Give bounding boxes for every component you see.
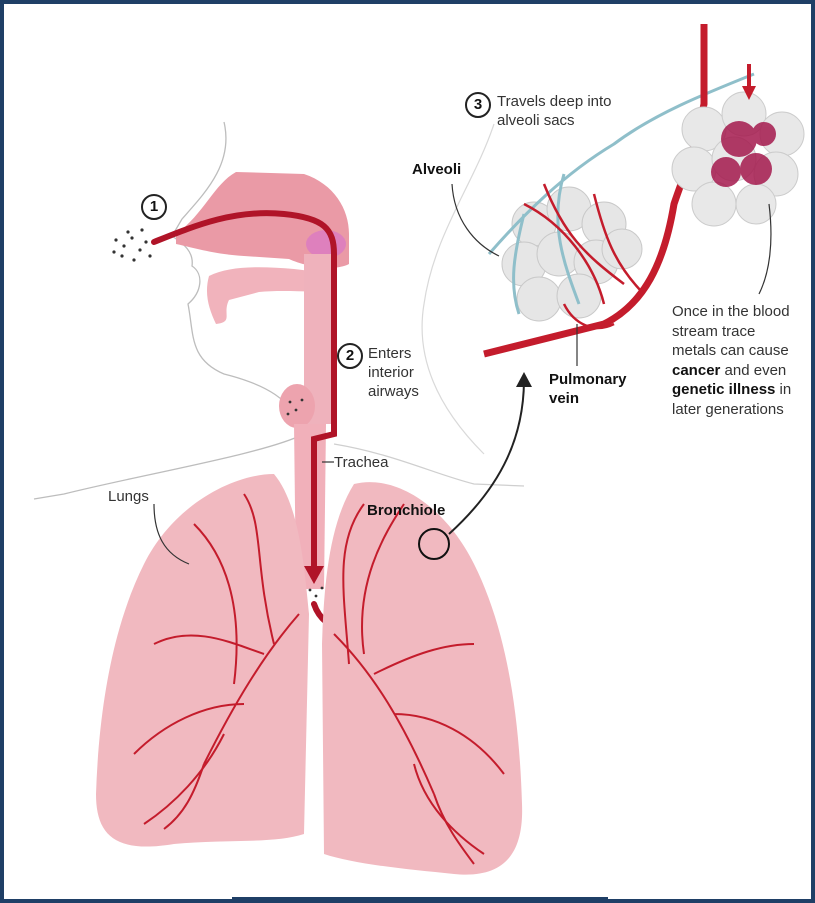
note-genetic-illness: genetic illness: [672, 381, 775, 398]
step-2-marker: 2: [337, 343, 363, 369]
respiratory-diagram: [4, 4, 815, 903]
larynx: [279, 384, 315, 428]
health-effects-note: Once in the blood stream trace metals ca…: [672, 302, 791, 419]
note-line-6: later generations: [672, 400, 791, 420]
soft-palate-glow: [306, 230, 346, 258]
note-line-1: Once in the blood: [672, 302, 791, 322]
alveoli-cluster: [502, 187, 642, 321]
note-line-2: stream trace: [672, 322, 791, 342]
note-line-4: cancer and even: [672, 361, 791, 381]
trachea-label: Trachea: [334, 453, 388, 472]
step-2-line-3: airways: [368, 382, 419, 401]
step-3-line-2: alveoli sacs: [497, 111, 612, 130]
bottom-bar: [232, 897, 608, 903]
left-lung: [96, 474, 309, 847]
magnified-alveoli: [672, 92, 804, 226]
bronchiole-label: Bronchiole: [367, 501, 445, 520]
pulmonary-line-2: vein: [549, 389, 627, 408]
callout-arrow: [449, 379, 524, 534]
lungs-label: Lungs: [108, 487, 149, 506]
step-2-line-2: interior: [368, 363, 419, 382]
pulmonary-vein-label: Pulmonary vein: [549, 370, 627, 408]
step-3-marker: 3: [465, 92, 491, 118]
step-3-line-1: Travels deep into: [497, 92, 612, 111]
step-1-marker: 1: [141, 194, 167, 220]
step-2-text: Enters interior airways: [368, 344, 419, 401]
step-3-text: Travels deep into alveoli sacs: [497, 92, 612, 130]
note-in: in: [780, 381, 792, 398]
callout-arrowhead: [516, 372, 532, 387]
step-2-line-1: Enters: [368, 344, 419, 363]
pulmonary-line-1: Pulmonary: [549, 370, 627, 389]
note-line-3: metals can cause: [672, 341, 791, 361]
right-lung: [322, 482, 522, 875]
note-and-even: and even: [725, 362, 787, 379]
alveoli-label: Alveoli: [412, 160, 461, 179]
alveoli-leader: [452, 184, 499, 256]
note-line-5: genetic illness in: [672, 380, 791, 400]
note-cancer: cancer: [672, 362, 720, 379]
